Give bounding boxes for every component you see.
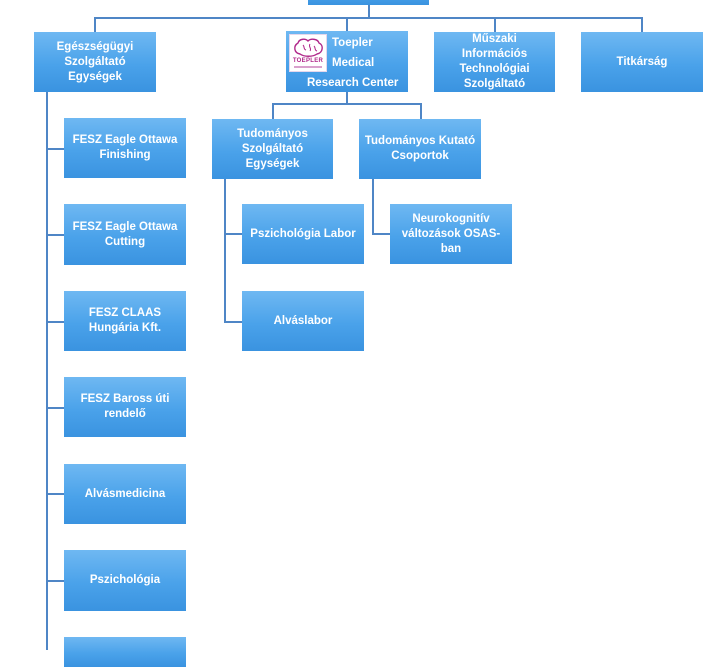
node-muszaki-informacios[interactable]: Műszaki Információs Technológiai Szolgál… (434, 32, 555, 92)
branch-health-3 (46, 321, 64, 323)
groups-vertical-line (372, 179, 374, 235)
top-horizontal-connector (94, 17, 643, 19)
drop-line-it (494, 17, 496, 32)
node-pszichologia[interactable]: Pszichológia (64, 550, 186, 611)
node-label: FESZ Baross úti rendelő (80, 393, 170, 420)
root-stub-line (368, 0, 370, 18)
node-label: Tudományos Kutató Csoportok (364, 135, 476, 162)
branch-alvaslabor (224, 321, 242, 323)
branch-health-5 (46, 493, 64, 495)
node-cutoff-bottom[interactable] (64, 637, 186, 667)
node-tudomanyos-kutato[interactable]: Tudományos Kutató Csoportok (359, 119, 481, 179)
branch-health-4 (46, 407, 64, 409)
node-fesz-eagle-finishing[interactable]: FESZ Eagle Ottawa Finishing (64, 118, 186, 178)
node-label: FESZ Eagle Ottawa Finishing (72, 134, 178, 161)
toepler-title: Toepler Medical Research Center (307, 33, 408, 93)
node-neurokognitiv[interactable]: Neurokognitív változások OSAS-ban (390, 204, 512, 264)
node-label: Pszichológia Labor (250, 227, 356, 240)
branch-health-6 (46, 580, 64, 582)
node-fesz-claas[interactable]: FESZ CLAAS Hungária Kft. (64, 291, 186, 351)
node-label: Egészségügyi Szolgáltató Egységek (56, 40, 134, 83)
toepler-line-3: Research Center (307, 77, 399, 89)
org-chart: Egészségügyi Szolgáltató Egységek TOEPLE… (34, 0, 703, 667)
logo-text: TOEPLER (292, 58, 324, 64)
node-fesz-eagle-cutting[interactable]: FESZ Eagle Ottawa Cutting (64, 204, 186, 265)
branch-neurokognitiv (372, 233, 390, 235)
node-label: Titkárság (616, 55, 668, 68)
brain-logo-icon: TOEPLER (289, 34, 327, 72)
node-tudomanyos-szolgaltato[interactable]: Tudományos Szolgáltató Egységek (212, 119, 333, 179)
node-label: Tudományos Szolgáltató Egységek (237, 127, 308, 170)
node-label: FESZ CLAAS Hungária Kft. (88, 307, 162, 334)
drop-line-service (272, 103, 274, 119)
node-pszichologia-labor[interactable]: Pszichológia Labor (242, 204, 364, 264)
node-alvasmedicina[interactable]: Alvásmedicina (64, 464, 186, 524)
toepler-down-line (346, 92, 348, 104)
research-horizontal-connector (272, 103, 422, 105)
node-fesz-baross[interactable]: FESZ Baross úti rendelő (64, 377, 186, 437)
node-label: Alvásmedicina (84, 487, 166, 500)
toepler-line-2: Medical (332, 57, 375, 69)
branch-health-1 (46, 148, 64, 150)
branch-health-2 (46, 234, 64, 236)
node-alvaslabor[interactable]: Alváslabor (242, 291, 364, 351)
toepler-line-1: Toepler (332, 37, 373, 49)
root-node[interactable] (308, 0, 429, 5)
node-titkarsag[interactable]: Titkárság (581, 32, 703, 92)
drop-line-groups (420, 103, 422, 119)
health-vertical-line (46, 92, 48, 650)
node-label: Alváslabor (273, 314, 333, 327)
node-label: Műszaki Információs Technológiai Szolgál… (459, 33, 530, 90)
drop-line-toepler (346, 17, 348, 32)
node-egeszsegugyi-szolgaltato[interactable]: Egészségügyi Szolgáltató Egységek (34, 32, 156, 92)
logo-underline (294, 66, 322, 68)
node-label: FESZ Eagle Ottawa Cutting (72, 220, 178, 248)
drop-line-secretariat (641, 17, 643, 32)
branch-pszichologia-labor (224, 233, 242, 235)
drop-line-health (94, 17, 96, 32)
service-vertical-line (224, 179, 226, 322)
node-label: Neurokognitív változások OSAS-ban (401, 212, 501, 255)
node-label: Pszichológia (89, 574, 161, 586)
